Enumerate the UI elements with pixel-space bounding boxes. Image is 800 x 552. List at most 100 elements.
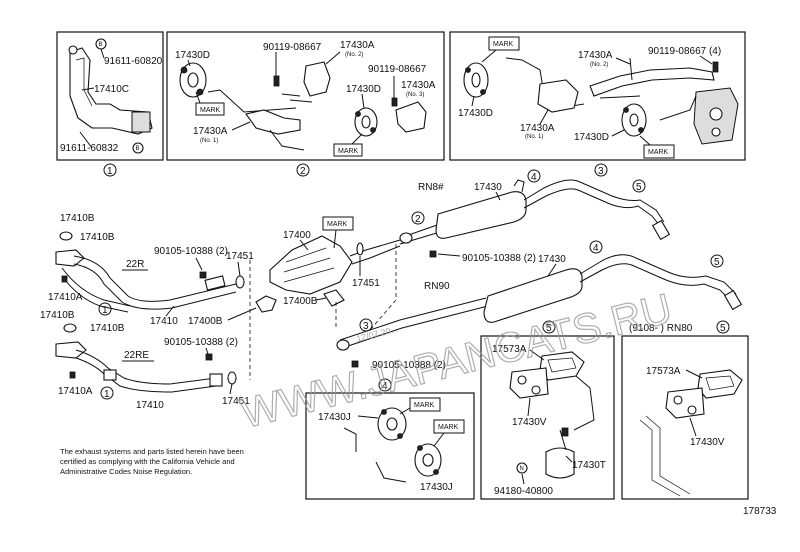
note-line-1: The exhaust systems and parts listed her… [60, 447, 244, 456]
certification-note: The exhaust systems and parts listed her… [60, 447, 244, 476]
label-17430d-inset3-left: 17430D [458, 108, 493, 119]
callout-5-lower [710, 254, 724, 268]
callout-4-lower [589, 240, 603, 254]
label-17430d-inset2-right: 17430D [346, 84, 381, 95]
label-17430j-bottom: 17430J [420, 482, 453, 493]
muffler-upper-17430 [435, 191, 527, 239]
inset-5b: (9108- ) RN80 5 17573A 17430V [621, 320, 749, 500]
label-17430v-5a: 17430V [512, 417, 547, 428]
label-90105-lower-right: 90105-10388 (2) [372, 360, 446, 371]
bracket-17400b-2 [323, 289, 345, 307]
mark-text-inset4-top: MARK [414, 402, 435, 409]
inset-5b-number: 5 [720, 323, 726, 334]
label-90119-08667-inset2-2: 90119-08667 [368, 64, 427, 75]
inset-4-frame [305, 392, 475, 500]
label-17430a-no1-inset3: 17430A [520, 123, 555, 134]
mark-badge-converter [322, 216, 354, 231]
bolt-hole-top [68, 45, 78, 55]
label-17430j-top: 17430J [318, 412, 351, 423]
inset-4-number-circle [378, 378, 392, 392]
label-17410-upper: 17410 [150, 316, 178, 327]
callout-5-upper [632, 179, 646, 193]
label-rn90: RN90 [424, 281, 450, 292]
mark-badge-inset2-left [195, 102, 225, 116]
pipe-clamp-lower [103, 369, 117, 381]
label-17451-lower: 17451 [222, 396, 250, 407]
mark-text-inset3-top: MARK [493, 41, 514, 48]
inset-5a: 17573A 17430V 17430T N 94180-40800 5 [480, 320, 615, 500]
note-line-2: certified as complying with the Californ… [60, 457, 235, 466]
inset-3: MARK 17430D 17430A (No. 1) 17430D MARK [449, 31, 746, 177]
inset-5b-number-circle [716, 320, 730, 334]
label-90105-upper-right: 90105-10388 (2) [462, 253, 536, 264]
callout-2-main [411, 211, 425, 225]
note-line-3: Administrative Codes Noise Regulation. [60, 467, 192, 476]
label-17573a-5b: 17573A [646, 366, 681, 377]
label-17400: 17400 [283, 230, 311, 241]
label-90105-lower: 90105-10388 (2) [164, 337, 238, 348]
hanger-17430a-no1 [245, 109, 301, 135]
muffler-lower-17430 [483, 268, 583, 323]
mark-text-inset4-bottom: MARK [438, 424, 459, 431]
label-17430a-no1-inset2: 17430A [193, 126, 228, 137]
inset-5b-frame [621, 335, 749, 500]
bolt-lower-right [351, 360, 359, 368]
mark-badge-inset4-top [409, 397, 441, 412]
pipe-flange-lower [209, 373, 223, 387]
stud-block [131, 111, 151, 133]
callout-1-lower [100, 386, 114, 400]
gasket-17410b-1 [59, 231, 73, 241]
callout-3-main [359, 318, 373, 332]
inset-1-number: 1 [107, 166, 113, 177]
callout-4-upper-text: 4 [531, 172, 537, 183]
callout-4-upper [527, 169, 541, 183]
label-17430a-no1-inset3-sub: (No. 1) [525, 134, 543, 140]
crossmember-bar [589, 67, 715, 97]
inset-1-number-circle [103, 163, 117, 177]
label-17430-lower: 17430 [538, 254, 566, 265]
inset-5b-header: (9108- ) RN80 [629, 323, 693, 334]
label-17410-lower: 17410 [136, 400, 164, 411]
marker-b-bottom [132, 142, 144, 154]
main-assembly: RN8# 17430 17400 MARK 17451 17451 17 [40, 169, 743, 411]
marker-b-bottom-text: B [136, 146, 140, 152]
hanger-17430a-no2 [303, 61, 331, 97]
label-91611-60832: 91611-60832 [60, 143, 119, 154]
label-17410c: 17410C [94, 84, 129, 95]
gasket-17410b-2 [63, 323, 77, 333]
label-17430a-no2-inset2: 17430A [340, 40, 375, 51]
mark-text-inset2-right: MARK [338, 148, 359, 155]
nut-marker-n [516, 462, 528, 474]
tail-tip-lower [723, 289, 743, 311]
label-17451-right: 17451 [352, 278, 380, 289]
label-22r: 22R [126, 259, 144, 270]
marker-b-top-text: B [99, 42, 103, 48]
catalytic-converter-17400 [269, 235, 353, 295]
inset-4-number: 4 [382, 381, 388, 392]
inset-1-frame [56, 31, 164, 161]
label-17430a-no2-inset3-sub: (No. 2) [590, 62, 608, 68]
label-17430a-no3-sub: (No. 3) [406, 92, 424, 98]
label-17410b-4: 17410B [90, 323, 125, 334]
label-17430a-no2-inset3: 17430A [578, 50, 613, 61]
callout-1-lower-text: 1 [104, 389, 110, 400]
inset-2-frame [166, 31, 445, 161]
hanger-17430a-no3 [395, 101, 427, 133]
bolt-upper-left [199, 271, 207, 279]
tail-tip-upper [651, 219, 671, 241]
label-17410b-2: 17410B [80, 232, 115, 243]
hanger-17430a-no1-inset3 [537, 79, 579, 113]
callout-1-upper-text: 1 [102, 305, 108, 316]
label-17430v-5b: 17430V [690, 437, 725, 448]
mark-badge-inset4-bottom [433, 419, 465, 434]
gasket-17451-upper [235, 275, 245, 289]
watermark-text: WWW.JAPANCATS.RU [236, 284, 676, 436]
flange-upper [399, 232, 413, 244]
mark-badge-inset3-bottom [643, 144, 675, 159]
label-17430t: 17430T [572, 460, 606, 471]
mark-badge-inset2-right [333, 143, 363, 157]
label-17410a-1: 17410A [48, 292, 83, 303]
bracket-17400b [255, 295, 277, 313]
bolt-lower-left [205, 353, 213, 361]
callout-1-upper [98, 302, 112, 316]
